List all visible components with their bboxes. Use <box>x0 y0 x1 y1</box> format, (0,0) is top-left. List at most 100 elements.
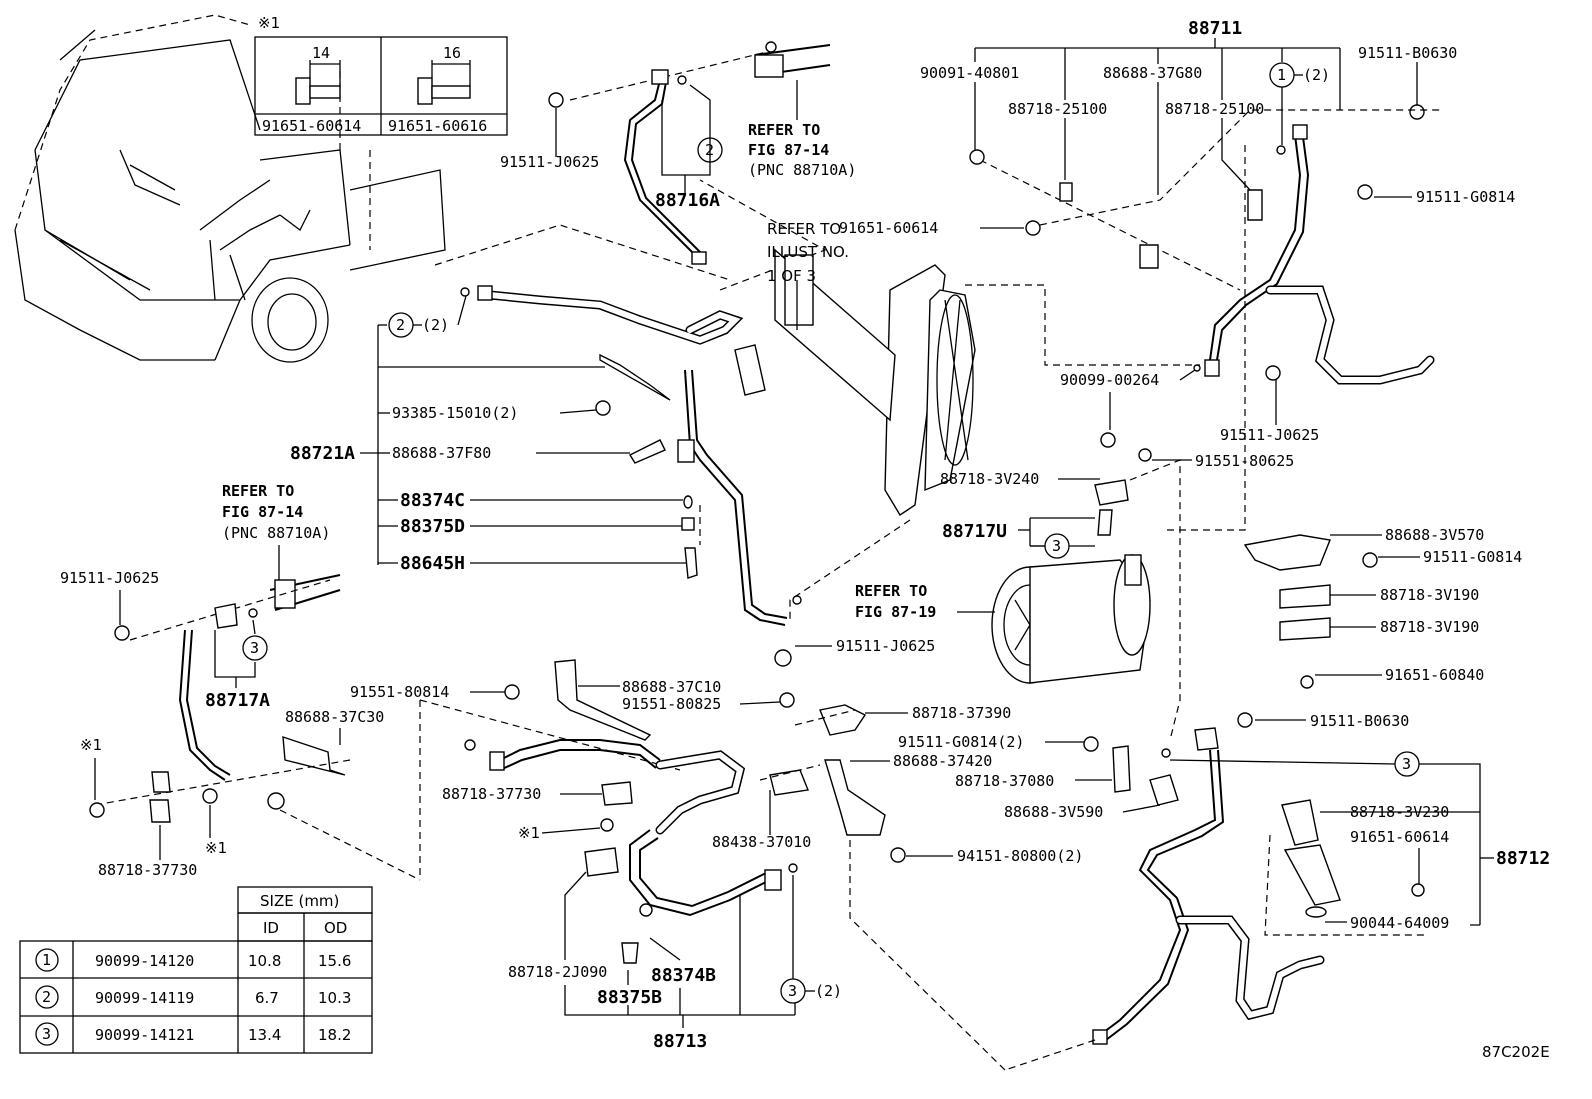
label-88718-3v230: 88718-3V230 <box>1350 803 1449 821</box>
o-ring-3-mark: 3 <box>1402 755 1411 773</box>
label-88718-37730-mid: 88718-37730 <box>442 785 541 803</box>
hose-88721a <box>434 224 802 667</box>
note-mark-c: ※1 <box>518 824 540 842</box>
bolt-1-dimension: 14 <box>312 44 330 62</box>
label-91511-b0630-mid: 91511-B0630 <box>1310 712 1409 730</box>
label-90099-00264: 90099-00264 <box>1060 371 1159 389</box>
label-91651-60614-mid: 91651-60614 <box>839 219 938 237</box>
label-88645h: 88645H <box>400 553 465 574</box>
label-91511-j0625-comp: 91511-J0625 <box>836 637 935 655</box>
size-row-3-od: 18.2 <box>318 1026 351 1044</box>
size-row-1-mark: 1 <box>42 951 51 969</box>
refer-fig-87-19-line2: FIG 87-19 <box>855 603 936 621</box>
bolt-icon <box>1100 432 1116 448</box>
refer-top-line2: FIG 87-14 <box>748 141 829 159</box>
label-91651-60840: 91651-60840 <box>1385 666 1484 684</box>
label-88718-3v190-a: 88718-3V190 <box>1380 586 1479 604</box>
size-row-2-mark: 2 <box>42 988 51 1006</box>
label-91511-j0625-left: 91511-J0625 <box>60 569 159 587</box>
label-88688-37f80: 88688-37F80 <box>392 444 491 462</box>
o-ring-2-mark: 2 <box>705 141 714 159</box>
o-ring-2-quantity: (2) <box>422 316 449 334</box>
label-91511-g0814-top: 91511-G0814 <box>1416 188 1515 206</box>
label-88688-3v570: 88688-3V570 <box>1385 526 1484 544</box>
bolt-icon <box>595 400 611 416</box>
bolt-1-part-number: 91651-60614 <box>262 117 361 135</box>
bolt-icon <box>114 625 130 641</box>
refer-illust-line3: 1 OF 3 <box>767 267 816 285</box>
label-88721a: 88721A <box>290 443 355 464</box>
hose-88713 <box>419 659 1179 1071</box>
label-88718-37730-left: 88718-37730 <box>98 861 197 879</box>
o-ring-3-mark: 3 <box>250 639 259 657</box>
diagram-code: 87C202E <box>1482 1043 1550 1061</box>
label-91511-g0814-2: 91511-G0814(2) <box>898 733 1024 751</box>
label-88688-37c10: 88688-37C10 <box>622 678 721 696</box>
bolt-icon <box>774 649 792 667</box>
bolt-icon <box>202 788 218 804</box>
label-94151-80800: 94151-80800(2) <box>957 847 1083 865</box>
label-88438-37010: 88438-37010 <box>712 833 811 851</box>
o-ring-3-mark: 3 <box>1052 537 1061 555</box>
label-88374b: 88374B <box>651 965 716 986</box>
bolt-icon <box>1411 883 1425 897</box>
bolt-icon <box>1409 104 1425 120</box>
label-88718-2j090: 88718-2J090 <box>508 963 607 981</box>
o-ring-icon <box>1161 748 1171 758</box>
label-88713: 88713 <box>653 1031 707 1052</box>
label-88718-25100-a: 88718-25100 <box>1008 100 1107 118</box>
label-88688-3v590: 88688-3V590 <box>1004 803 1103 821</box>
label-88712: 88712 <box>1496 848 1550 869</box>
compressor <box>991 479 1151 684</box>
size-table-col-id: ID <box>263 919 279 937</box>
o-ring-3-mark: 3 <box>788 982 797 1000</box>
hose-88717a <box>89 574 421 881</box>
label-91551-80625: 91551-80625 <box>1195 452 1294 470</box>
o-ring-2-mark: 2 <box>396 316 405 334</box>
refer-illust-line2: ILLUST NO. <box>767 243 849 261</box>
refer-left-line3: (PNC 88710A) <box>222 524 330 542</box>
label-88718-3v190-b: 88718-3V190 <box>1380 618 1479 636</box>
bolt-icon <box>504 684 520 700</box>
label-88688-37c30: 88688-37C30 <box>285 708 384 726</box>
condenser-fan-assembly <box>734 248 1200 620</box>
label-88688-37420: 88688-37420 <box>893 752 992 770</box>
bolt-icon <box>1300 675 1314 689</box>
o-ring-3-marker <box>1394 751 1420 777</box>
refer-top-line1: REFER TO <box>748 121 820 139</box>
bolt-icon <box>1025 220 1041 236</box>
bolt-icon <box>548 92 564 108</box>
size-table-header: SIZE (mm) <box>260 892 339 910</box>
size-table-col-od: OD <box>324 919 347 937</box>
label-88375d: 88375D <box>400 516 465 537</box>
label-88711: 88711 <box>1188 18 1242 39</box>
bolt-icon <box>295 60 341 105</box>
label-91651-60614-low: 91651-60614 <box>1350 828 1449 846</box>
size-row-2-id: 6.7 <box>255 989 279 1007</box>
o-ring-2-marker <box>697 137 723 163</box>
bolt-size-box: ※1 14 91651-60614 16 91651-60616 <box>254 14 508 136</box>
label-91551-80814: 91551-80814 <box>350 683 449 701</box>
label-90044-64009: 90044-64009 <box>1350 914 1449 932</box>
label-88716a: 88716A <box>655 190 720 211</box>
refer-fig-87-19-line1: REFER TO <box>855 582 927 600</box>
size-row-1-part: 90099-14120 <box>95 952 194 970</box>
label-91511-j0625-right: 91511-J0625 <box>1220 426 1319 444</box>
refer-top-line3: (PNC 88710A) <box>748 161 856 179</box>
label-88718-37080: 88718-37080 <box>955 772 1054 790</box>
bolt-icon <box>417 60 471 105</box>
label-90091-40801: 90091-40801 <box>920 64 1019 82</box>
label-88717a: 88717A <box>205 690 270 711</box>
o-ring-3-marker <box>242 635 268 661</box>
label-91511-g0814-right: 91511-G0814 <box>1423 548 1522 566</box>
size-row-2-part: 90099-14119 <box>95 989 194 1007</box>
label-88374c: 88374C <box>400 490 465 511</box>
label-88718-3v240: 88718-3V240 <box>940 470 1039 488</box>
bolt-icon <box>779 692 795 708</box>
refer-left-line1: REFER TO <box>222 482 294 500</box>
bolt-icon <box>1237 712 1253 728</box>
note-mark-b: ※1 <box>205 839 227 857</box>
refer-illust-line1: REFER TO <box>767 220 841 238</box>
size-row-1-id: 10.8 <box>248 952 281 970</box>
